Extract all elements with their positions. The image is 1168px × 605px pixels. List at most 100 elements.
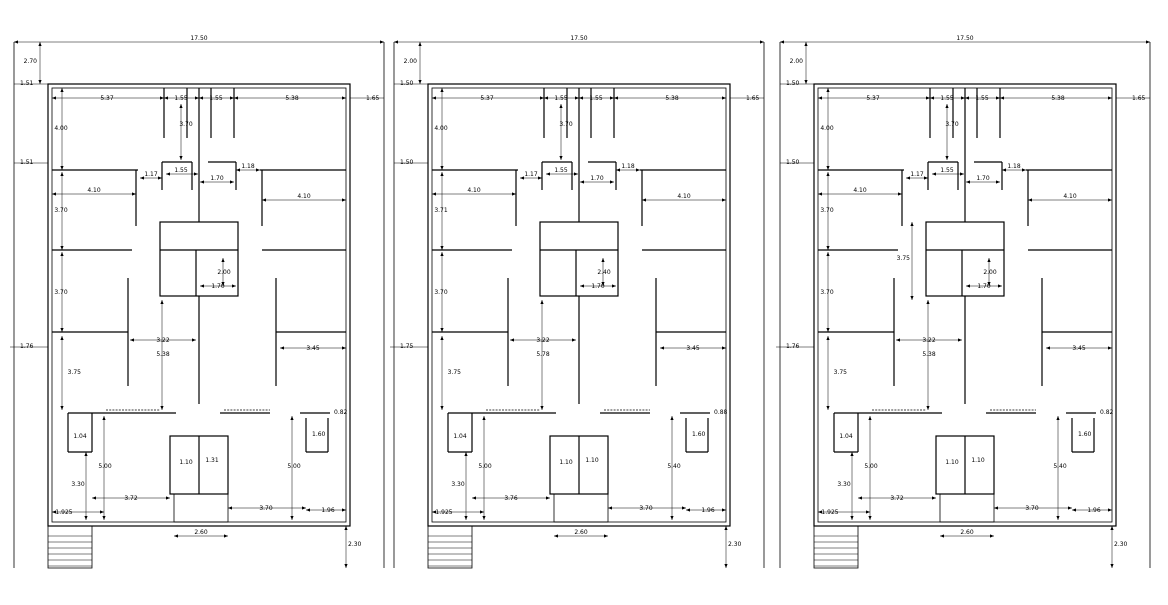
dimension-arrow <box>896 338 900 342</box>
dimension-arrow <box>232 284 236 288</box>
dimension-arrow <box>574 172 578 176</box>
dimension-arrow <box>306 508 310 512</box>
building-outline <box>813 83 1117 527</box>
dimension-label: 3.75 <box>897 255 911 262</box>
dimension-arrow <box>1108 198 1112 202</box>
dimension-arrow <box>868 416 872 420</box>
dimension-label: 1.55 <box>940 167 954 174</box>
external-steps <box>427 525 473 569</box>
dimension-label: 1.31 <box>205 457 219 464</box>
external-steps <box>813 525 859 569</box>
dimension-label: 1.925 <box>55 509 72 516</box>
dimension-label: 1.55 <box>554 167 568 174</box>
dimension-arrow <box>760 40 764 44</box>
dimension-arrow <box>100 510 104 514</box>
dimension-arrow <box>540 406 544 410</box>
dimension-label: 4.10 <box>853 187 867 194</box>
dimension-label: 2.60 <box>574 529 588 536</box>
dimension-label: 4.10 <box>677 193 691 200</box>
dimension-arrow <box>140 176 144 180</box>
dimension-arrow <box>262 198 266 202</box>
dimension-arrow <box>200 284 204 288</box>
dimension-arrow <box>342 198 346 202</box>
dimension-arrow <box>380 40 384 44</box>
dimension-label: 3.45 <box>306 345 320 352</box>
dimension-label: 2.30 <box>1114 541 1128 548</box>
dimension-arrow <box>179 156 183 160</box>
dimension-arrow <box>60 336 64 340</box>
dimension-label: 3.22 <box>922 337 936 344</box>
dimension-arrow <box>932 496 936 500</box>
dimension-label: 5.38 <box>156 351 170 358</box>
dimension-arrow <box>868 516 872 520</box>
dimension-arrow <box>724 564 728 568</box>
dimension-label: 5.78 <box>536 351 550 358</box>
core-block <box>925 221 1005 297</box>
dimension-label: 5.38 <box>922 351 936 358</box>
dimension-arrow <box>926 96 930 100</box>
dimension-arrow <box>910 222 914 226</box>
dimension-arrow <box>158 176 162 180</box>
dimension-label: 5.00 <box>864 463 878 470</box>
dimension-label: 1.96 <box>1087 507 1101 514</box>
dimension-arrow <box>804 80 808 84</box>
dimension-label: 2.60 <box>194 529 208 536</box>
dimension-label: 1.65 <box>746 95 760 102</box>
dimension-label: 3.75 <box>68 369 82 376</box>
dimension-label: 0.82 <box>334 409 348 416</box>
dimension-arrow <box>132 192 136 196</box>
dimension-arrow <box>940 534 944 538</box>
dimension-arrow <box>160 300 164 304</box>
dimension-label: 1.70 <box>977 283 991 290</box>
dimension-label: 17.50 <box>190 35 207 42</box>
dimension-label: 1.60 <box>1078 431 1092 438</box>
dimension-label: 3.22 <box>536 337 550 344</box>
dimension-arrow <box>826 166 830 170</box>
dimension-arrow <box>546 172 550 176</box>
dimension-arrow <box>464 452 468 456</box>
dimension-arrow <box>987 282 991 286</box>
dimension-label: 1.17 <box>910 171 924 178</box>
dimension-arrow <box>38 80 42 84</box>
dimension-arrow <box>179 104 183 108</box>
building-outline <box>427 83 731 527</box>
dimension-arrow <box>826 252 830 256</box>
dimension-arrow <box>256 168 260 172</box>
dimension-arrow <box>580 180 584 184</box>
dimension-label: 3.30 <box>451 481 465 488</box>
dimension-arrow <box>60 246 64 250</box>
dimension-label: 3.70 <box>54 289 68 296</box>
dimension-arrow <box>174 534 178 538</box>
dimension-arrow <box>996 180 1000 184</box>
dimension-label: 2.00 <box>217 269 231 276</box>
dimension-label: 4.10 <box>467 187 481 194</box>
core-block <box>159 221 239 297</box>
dimension-arrow <box>440 406 444 410</box>
dimension-label: 3.70 <box>639 505 653 512</box>
dimension-arrow <box>608 506 612 510</box>
dimension-label: 1.65 <box>1132 95 1146 102</box>
dimension-arrow <box>945 156 949 160</box>
dimension-label: 1.76 <box>20 343 34 350</box>
dimension-arrow <box>722 198 726 202</box>
dimension-arrow <box>195 96 199 100</box>
dimension-label: 5.38 <box>285 95 299 102</box>
dimension-label: 1.10 <box>559 459 573 466</box>
dimension-label: 4.00 <box>434 125 448 132</box>
dimension-arrow <box>432 192 436 196</box>
dimension-arrow <box>1108 346 1112 350</box>
dimension-arrow <box>826 336 830 340</box>
dimension-label: 17.50 <box>956 35 973 42</box>
dimension-arrow <box>850 516 854 520</box>
dimension-arrow <box>342 346 346 350</box>
dimension-arrow <box>221 282 225 286</box>
dimension-label: 5.00 <box>98 463 112 470</box>
dimension-arrow <box>1056 516 1060 520</box>
dimension-label: 1.60 <box>312 431 326 438</box>
dimension-arrow <box>906 176 910 180</box>
dimension-arrow <box>224 534 228 538</box>
dimension-arrow <box>394 40 398 44</box>
dimension-arrow <box>482 416 486 420</box>
entry-porch <box>939 493 995 523</box>
